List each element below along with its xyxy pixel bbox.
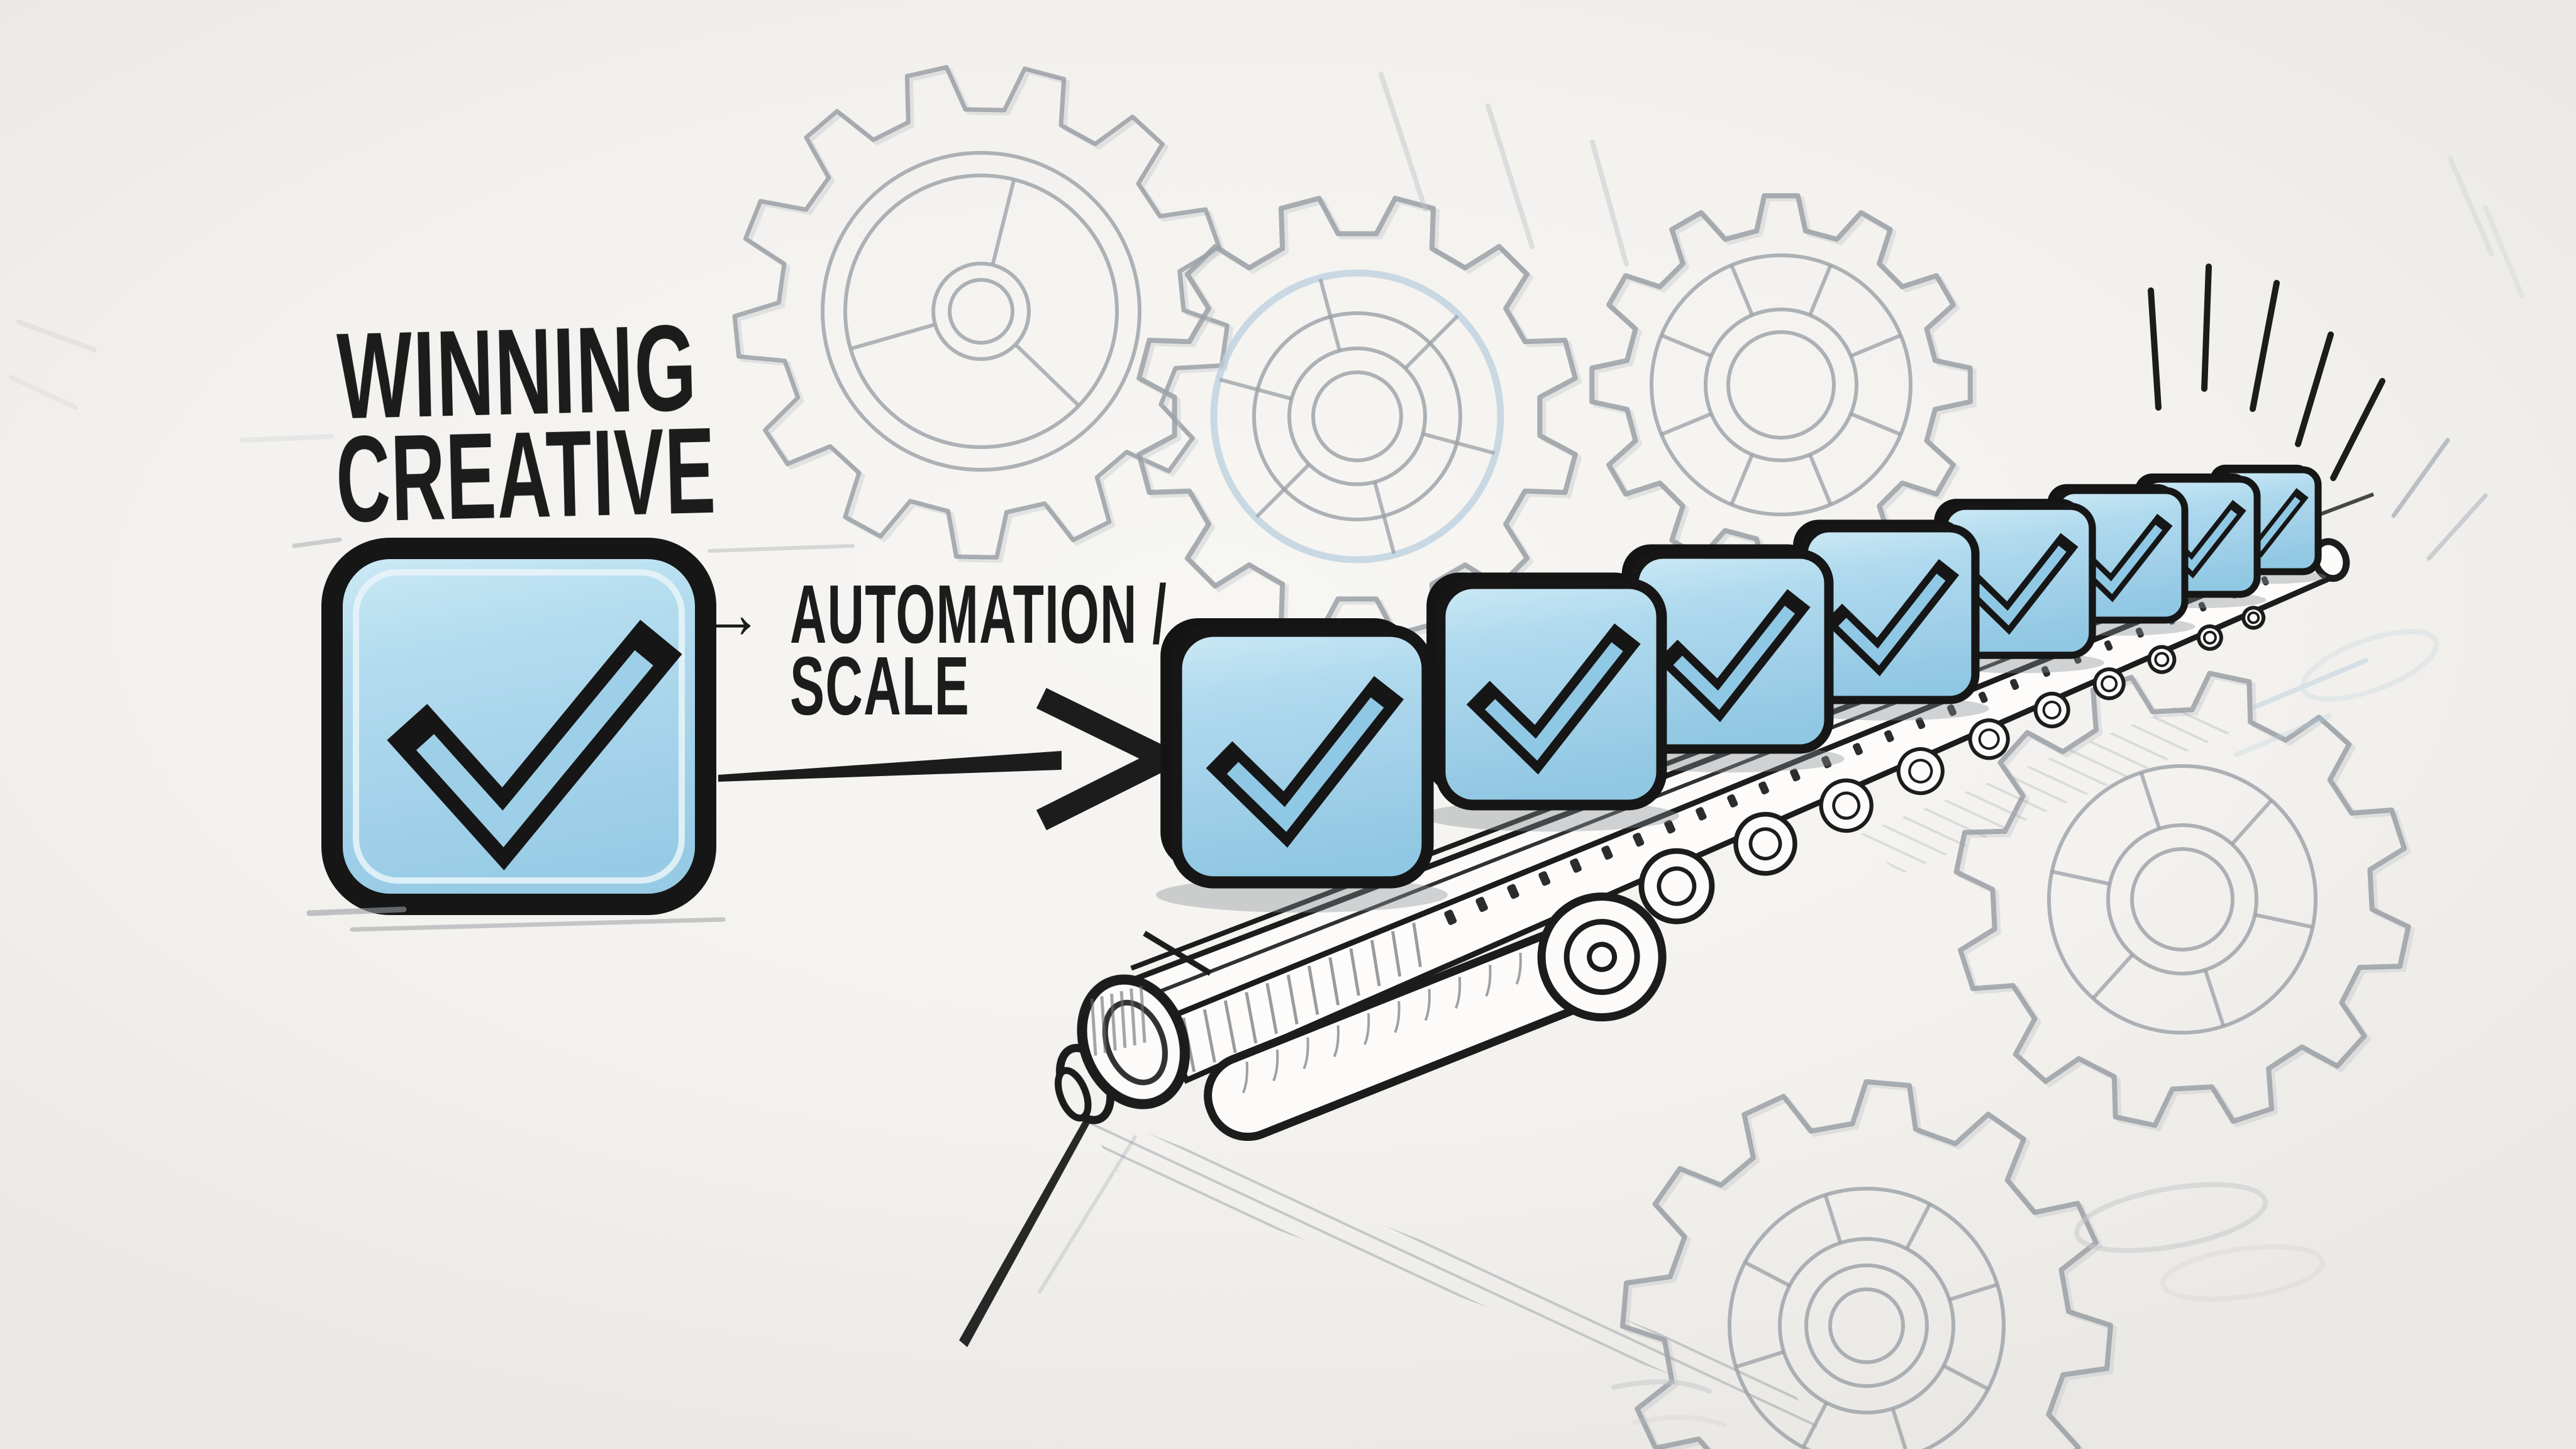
gear-icon: [1953, 670, 2415, 1131]
conveyor-checkbox: [1618, 544, 1845, 773]
checkmark-fill: [1226, 697, 1384, 832]
belt-shadow-hatch: [1077, 1106, 1819, 1429]
conveyor-checkbox: [1422, 572, 1680, 832]
belt-wheels: [1638, 606, 2266, 924]
sprocket-dot: [1821, 755, 1832, 769]
belt-wheel: [2241, 606, 2266, 630]
belt-left-roller: [1055, 931, 1212, 1124]
sprocket-dot: [1853, 743, 1863, 755]
sprocket-dot: [2198, 602, 2207, 612]
sprocket-dot: [1916, 717, 1926, 730]
sprocket-dot: [1790, 769, 1801, 782]
belt-wheel: [1819, 778, 1874, 833]
flow-label-line-1: AUTOMATION /: [790, 568, 1167, 660]
belt-sprocket-dots: [1444, 563, 2301, 925]
sprocket-dot: [1978, 691, 1988, 703]
belt-under-roller: [1204, 892, 1667, 1141]
pencil-streaks: [9, 72, 2524, 1428]
sprocket-dot: [1601, 845, 1613, 860]
sprocket-dot: [1538, 871, 1551, 886]
checkmark-fill: [1838, 574, 1946, 666]
hero-checkbox: [292, 537, 855, 932]
conveyor-checkbox: [1156, 618, 1448, 913]
sprocket-dot: [1570, 858, 1582, 873]
belt-shadow-hatch-far: [1855, 699, 2238, 874]
sprocket-dot: [1664, 819, 1675, 834]
sprocket-dot: [1507, 884, 1519, 899]
title-block: WINNING CREATIVE: [335, 299, 718, 548]
checkmark-fill: [1973, 545, 2067, 626]
checkbox-tile: [1435, 578, 1667, 811]
conveyor-checkboxes: [1156, 464, 2326, 913]
belt-wheel: [1733, 811, 1797, 876]
belt-wheel: [1968, 718, 2010, 760]
gear-icon: [1620, 1079, 2118, 1449]
belt-wheel: [1896, 747, 1945, 796]
sprocket-dot: [2261, 576, 2269, 586]
sprocket-dot: [1727, 794, 1738, 808]
belt-wheel: [2092, 667, 2126, 701]
sprocket-dot: [1696, 807, 1707, 821]
sparkle-lines-icon: [2148, 264, 2488, 561]
gear-icon: [1589, 193, 1977, 580]
sprocket-dot: [2135, 627, 2144, 638]
sprocket-dot: [1946, 704, 1957, 716]
title-line-1: WINNING: [336, 299, 699, 445]
sprocket-dot: [1758, 781, 1769, 795]
small-arrow-icon: →: [703, 574, 763, 653]
conveyor-checkbox: [1790, 519, 1989, 721]
checkmark-fill: [1673, 606, 1796, 710]
sprocket-dot: [2104, 640, 2113, 651]
gear-icon: [732, 65, 1234, 563]
checkbox-tile: [321, 538, 716, 915]
belt-wheel: [1638, 848, 1715, 924]
sprocket-dot: [2041, 665, 2050, 677]
sprocket-dot: [2009, 679, 2019, 691]
roller-lash-marks: [1241, 952, 1522, 1094]
checkbox-highlight: [353, 569, 685, 884]
sprocket-dot: [1633, 833, 1645, 847]
belt-wheel: [2196, 624, 2223, 651]
belt-wheel: [2147, 645, 2177, 674]
checkmark-fill: [1485, 642, 1623, 761]
sprocket-dot: [1884, 730, 1894, 743]
sprocket-dot: [1475, 897, 1488, 913]
checkbox-tile: [1170, 625, 1434, 889]
gear-icon: [1136, 196, 1582, 641]
flow-label-line-2: SCALE: [790, 640, 970, 732]
title-line-2: CREATIVE: [335, 402, 718, 548]
sprocket-dot: [1444, 909, 1457, 925]
flow-label-block: → AUTOMATION / SCALE: [703, 568, 1167, 732]
belt-wheel: [2033, 692, 2070, 729]
checkmark-fill: [416, 650, 653, 848]
pencil-accents: [292, 537, 855, 932]
